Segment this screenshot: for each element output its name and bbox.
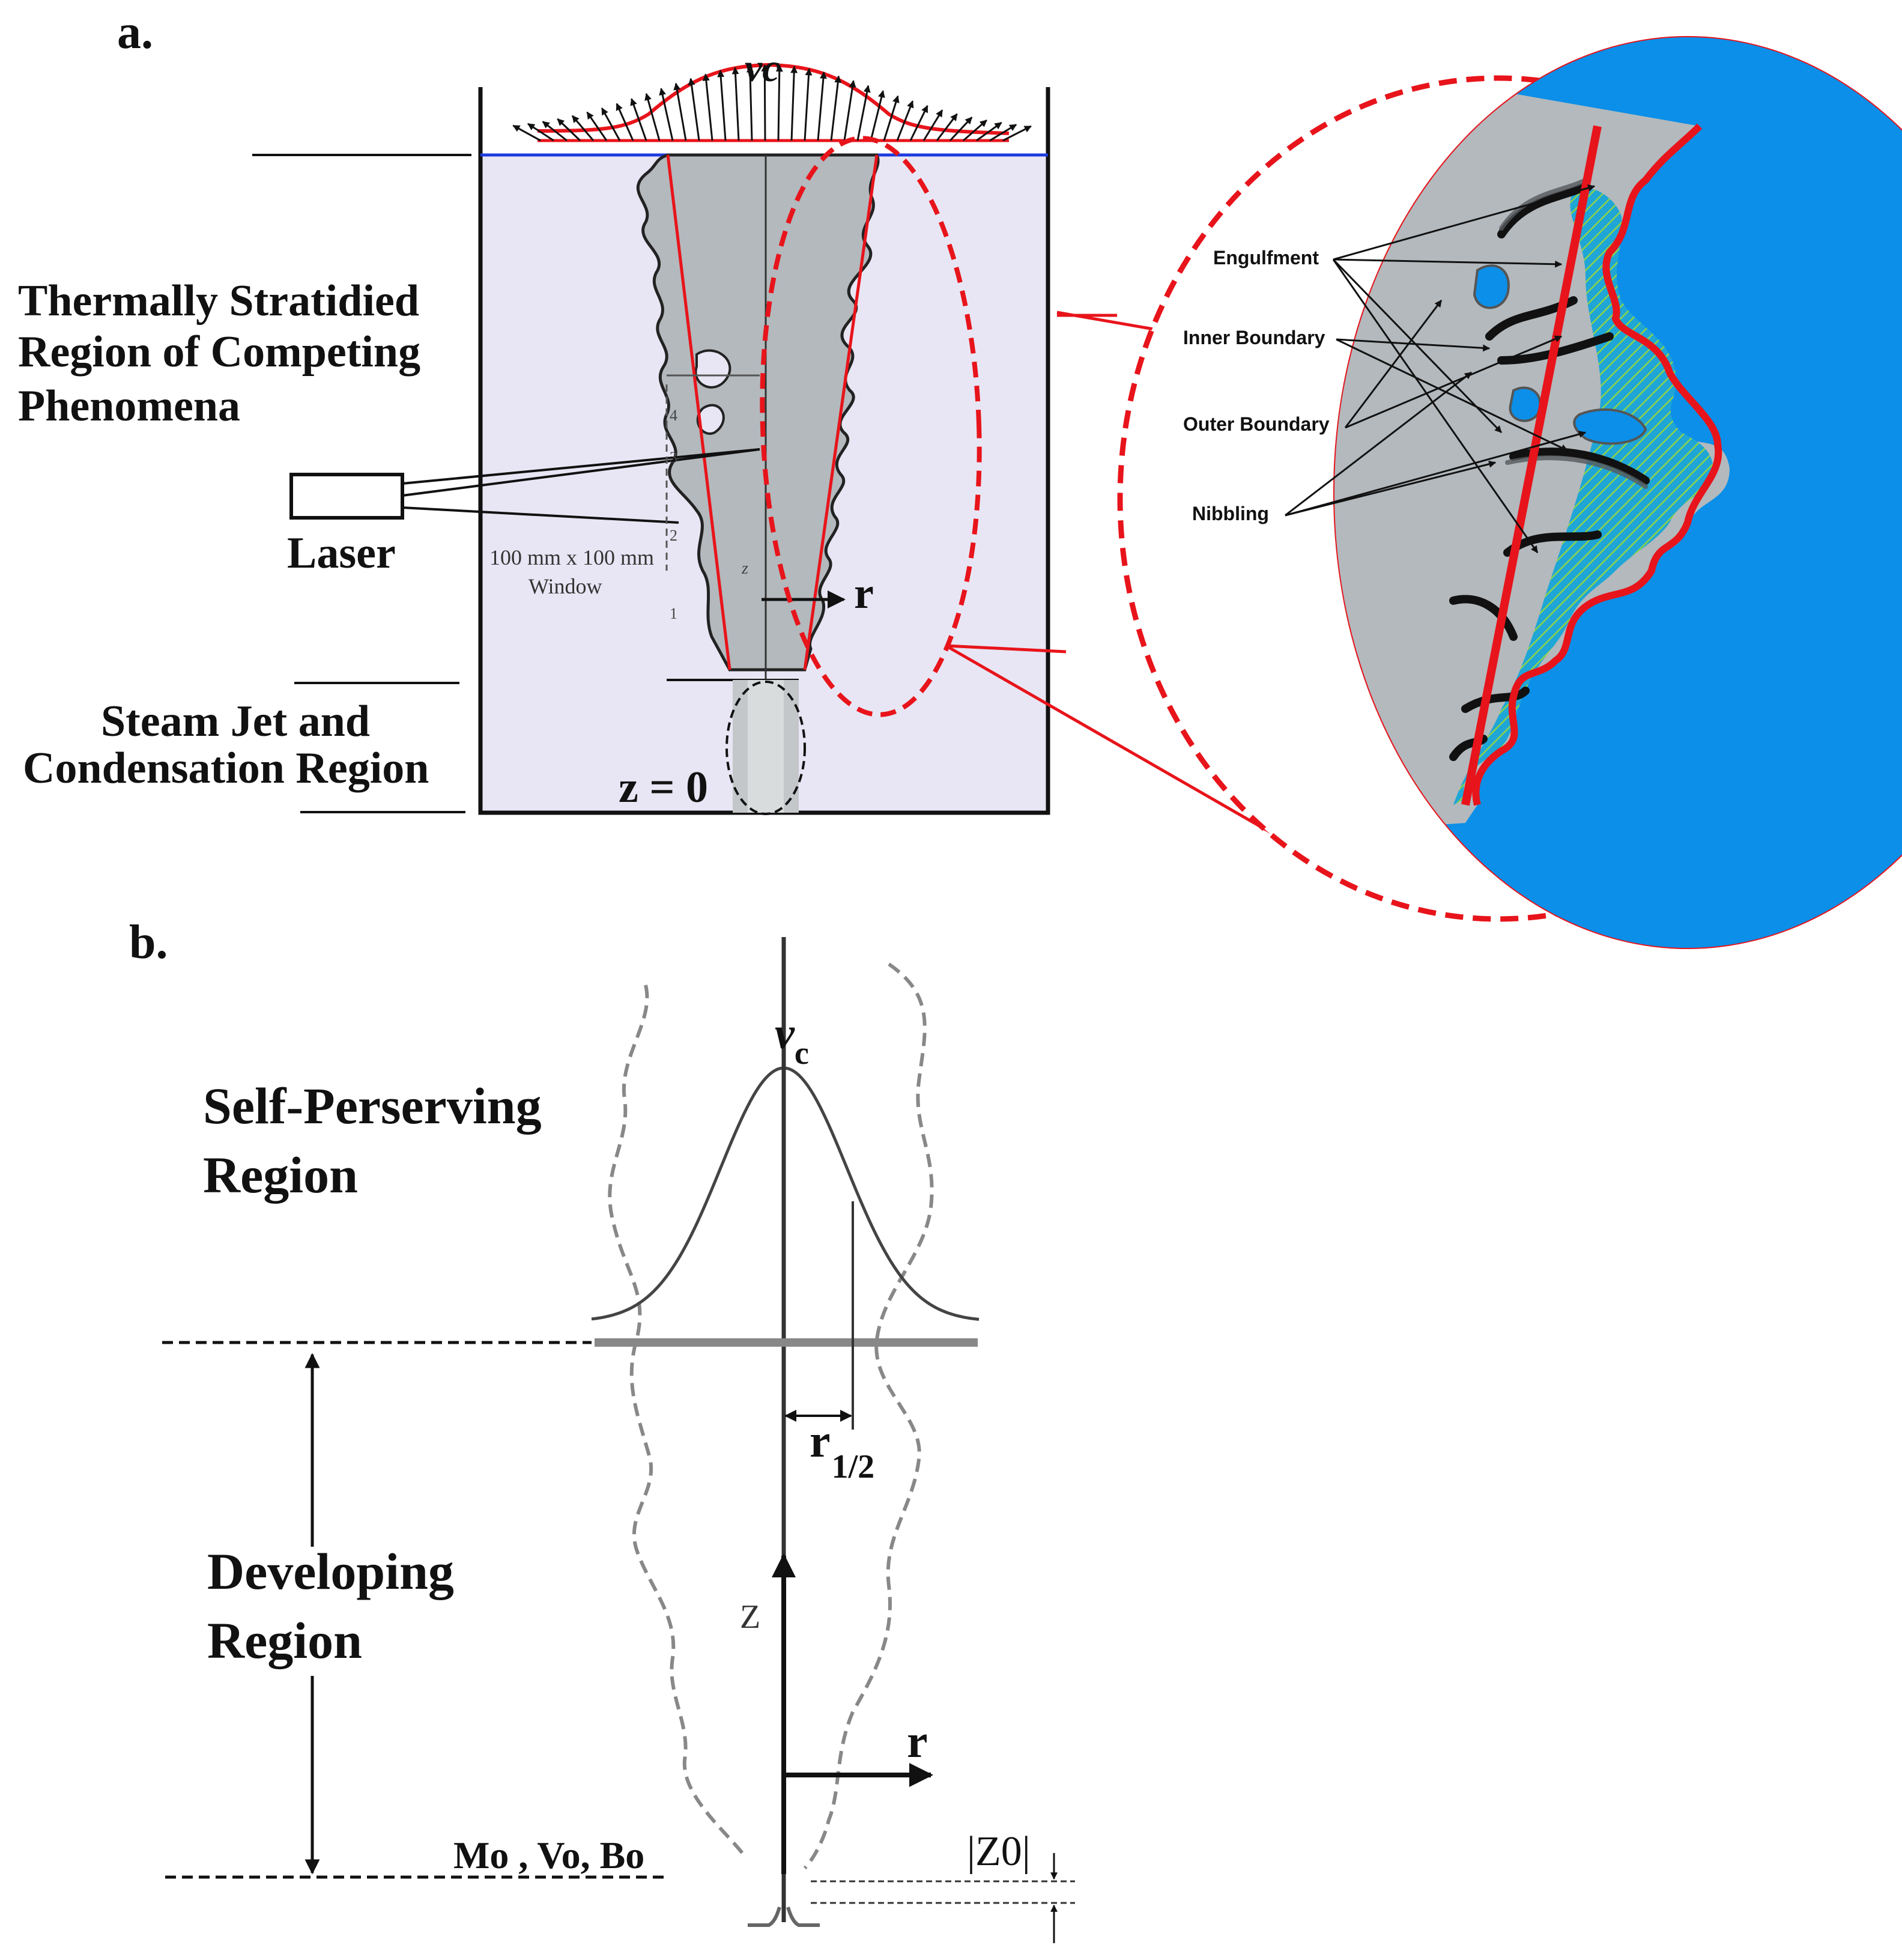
zoom-eddy: [1573, 408, 1647, 445]
window-tick: 1: [670, 605, 677, 622]
velocity-arrow: [673, 82, 687, 141]
label-inner-boundary: Inner Boundary: [1183, 327, 1325, 348]
label-nibbling: Nibbling: [1192, 503, 1269, 524]
z-axis-label: Z: [740, 1598, 760, 1636]
stratified-region-line2: Region of Competing: [18, 327, 420, 377]
self-preserving-line1: Self-Perserving: [203, 1077, 542, 1135]
window-tick: 4: [670, 407, 677, 424]
zoom-outer-boundary: [1472, 123, 1722, 806]
velocity-arrow: [976, 121, 1002, 142]
nozzle-right: [786, 1907, 820, 1927]
r-half-label: r1/2: [810, 1415, 874, 1485]
nozzle-left: [748, 1907, 781, 1927]
velocity-arrow: [963, 119, 987, 142]
zoom-eddy: [1473, 264, 1510, 309]
r-label-a: r: [854, 569, 874, 618]
source-params: Mo , Vo, Bo: [453, 1834, 644, 1877]
velocity-arrow: [571, 115, 595, 141]
nozzle-shade: [748, 680, 784, 813]
velocity-arrow: [527, 123, 554, 142]
vc-label: vc: [745, 46, 780, 90]
velocity-arrow: [601, 107, 621, 141]
velocity-arrow: [922, 109, 943, 141]
velocity-arrow: [688, 77, 700, 141]
velocity-arrow: [775, 64, 783, 141]
stratified-region-line1: Thermally Stratidied: [18, 276, 419, 326]
label-outer-boundary: Outer Boundary: [1183, 413, 1330, 435]
z0-label-b: |Z0|: [967, 1828, 1031, 1875]
developing-line1: Developing: [207, 1543, 454, 1600]
velocity-arrow: [659, 88, 674, 141]
zoom-fingers-gray: [1499, 178, 1648, 489]
velocity-profile: [537, 62, 1010, 135]
velocity-arrows: [512, 64, 1032, 142]
velocity-arrow: [989, 124, 1017, 142]
jet-edge-right: [803, 154, 879, 670]
r-axis-label: r: [907, 1715, 928, 1767]
velocity-arrow: [817, 71, 827, 141]
envelope-left: [608, 985, 747, 1857]
z-small-label: z: [741, 559, 748, 578]
jet-plume: [636, 153, 880, 672]
velocity-arrow: [542, 121, 568, 142]
laser-label: Laser: [287, 529, 396, 578]
velocity-arrow: [896, 100, 914, 141]
window-tick: 2: [670, 527, 677, 544]
velocity-arrow: [557, 118, 581, 142]
zoom-connector: [945, 644, 1067, 654]
window-tick: 3: [670, 449, 677, 466]
self-preserving-line2: Region: [203, 1146, 358, 1204]
panel-a-label: a.: [117, 6, 153, 59]
velocity-arrow: [909, 105, 928, 141]
velocity-arrow: [870, 90, 885, 141]
zoom-inner-boundary: [1461, 125, 1602, 806]
velocity-arrow: [790, 65, 798, 141]
laser-box: [289, 473, 404, 520]
velocity-arrow: [586, 111, 608, 141]
velocity-arrow: [949, 117, 973, 142]
velocity-arrow: [616, 103, 634, 141]
vc-label-b: vc: [775, 1009, 809, 1071]
velocity-arrow: [830, 75, 842, 141]
laser-beam: [402, 448, 760, 485]
zoom-eddy: [1509, 386, 1542, 422]
zoom-source-ellipse: [760, 136, 982, 717]
eddy-blob: [696, 404, 725, 435]
window-size-line1: 100 mm x 100 mm: [489, 545, 654, 569]
velocity-arrow: [1002, 125, 1032, 142]
velocity-arrow: [856, 85, 871, 141]
panel-b-label: b.: [129, 916, 168, 969]
label-engulfment: Engulfment: [1213, 247, 1319, 269]
laser-beam: [402, 448, 760, 497]
velocity-arrow: [731, 67, 740, 141]
eddy-blob: [694, 349, 731, 389]
velocity-arrow: [630, 98, 647, 141]
velocity-arrow: [717, 70, 727, 141]
velocity-arrow: [746, 65, 754, 141]
velocity-arrow: [936, 113, 958, 141]
z0-label: z = 0: [619, 763, 708, 812]
velocity-arrow: [644, 93, 661, 141]
velocity-arrow: [804, 68, 813, 141]
steam-region-line1: Steam Jet and: [101, 697, 370, 746]
zoom-label-arrows: [1285, 184, 1596, 553]
developing-line2: Region: [207, 1612, 362, 1669]
stratified-region-line3: Phenomena: [18, 381, 240, 431]
steam-bubble: [725, 681, 806, 815]
velocity-arrow: [883, 95, 900, 141]
velocity-arrow: [702, 73, 713, 141]
velocity-arrow: [512, 124, 541, 142]
velocity-arrow: [843, 80, 856, 141]
steam-region-line2: Condensation Region: [23, 744, 429, 793]
laser-beam: [402, 506, 679, 524]
jet-edge-left: [666, 154, 731, 670]
window-size-line2: Window: [529, 574, 602, 598]
